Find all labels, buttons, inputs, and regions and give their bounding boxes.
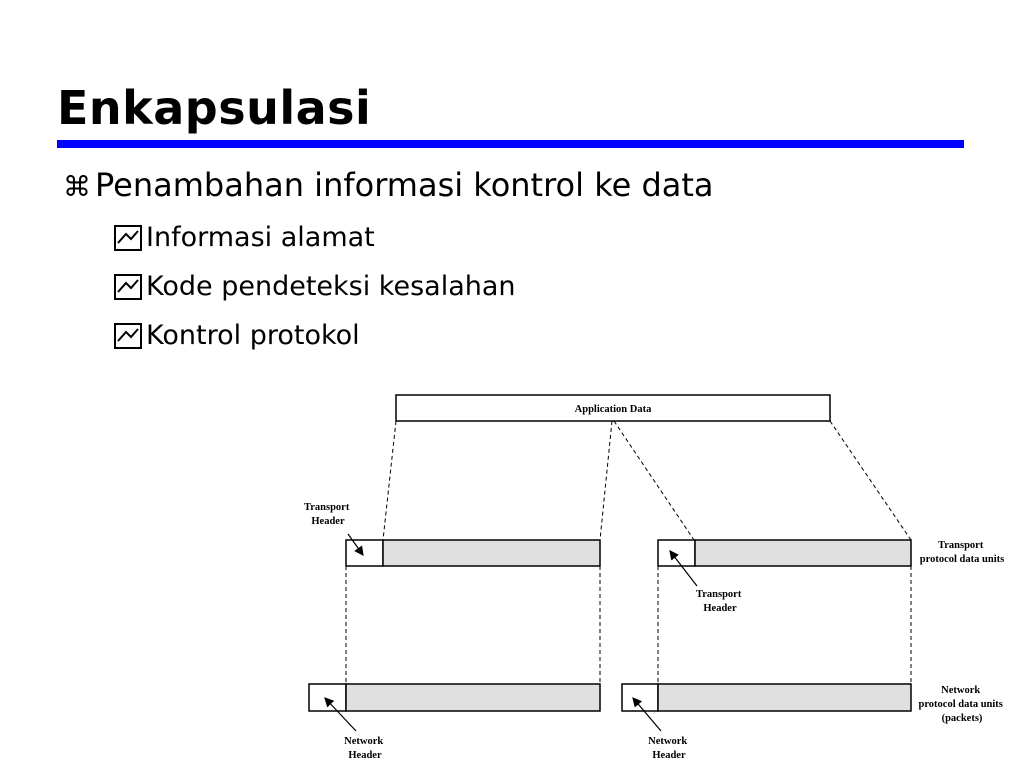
sub-bullet-text: Kode pendeteksi kesalahan (146, 271, 516, 302)
split-lines (382, 420, 912, 541)
network-pdu-right (621, 683, 912, 712)
main-bullet-text: Penambahan informasi kontrol ke data (95, 166, 714, 204)
transport-pdu-label: Transport protocol data units (920, 540, 1004, 565)
arrow-icon (669, 550, 698, 587)
title-underline (57, 140, 964, 148)
sub-bullet-text: Informasi alamat (146, 222, 375, 253)
application-data-box (395, 394, 831, 422)
checked-box-icon (114, 323, 142, 349)
sub-bullet: Kode pendeteksi kesalahan (114, 269, 516, 305)
checked-box-icon (114, 225, 142, 251)
down-lines (345, 566, 912, 684)
sub-bullet: Informasi alamat (114, 220, 375, 256)
network-header-label-left: Network Header (344, 736, 386, 761)
sub-bullet: Kontrol protokol (114, 318, 360, 354)
network-pdu-left (308, 683, 601, 712)
transport-header-label-right: Transport Header (696, 589, 744, 614)
command-key-icon: ⌘ (63, 170, 91, 203)
slide-title: Enkapsulasi (57, 81, 372, 135)
transport-pdu-right (657, 539, 912, 567)
checked-box-icon (114, 274, 142, 300)
arrow-icon (632, 697, 662, 732)
transport-header-label-left: Transport Header (304, 502, 352, 527)
arrow-icon (347, 533, 364, 556)
main-bullet: ⌘Penambahan informasi kontrol ke data (63, 164, 714, 208)
application-data-label: Application Data (575, 404, 652, 415)
network-pdu-label: Network protocol data units (packets) (918, 685, 1005, 724)
network-header-label-right: Network Header (648, 736, 690, 761)
transport-pdu-left (345, 539, 601, 567)
sub-bullet-text: Kontrol protokol (146, 320, 360, 351)
arrow-icon (324, 697, 357, 732)
